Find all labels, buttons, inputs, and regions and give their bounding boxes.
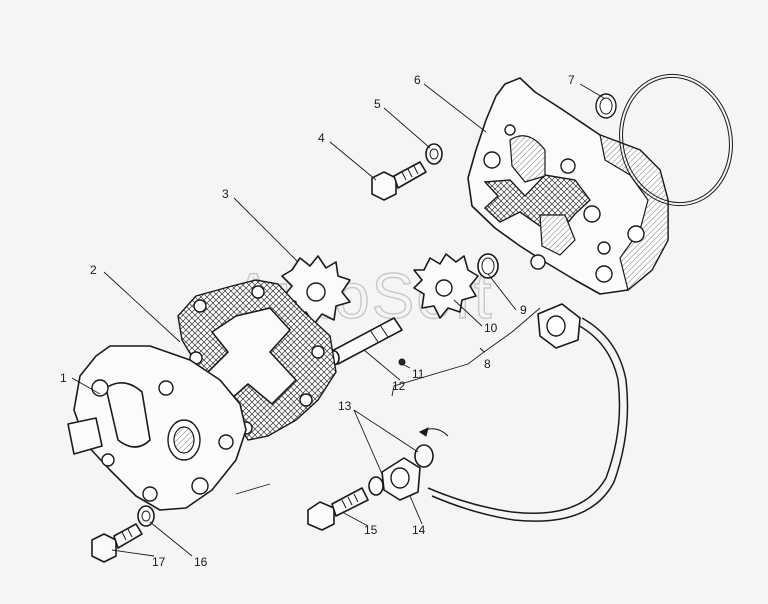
- callout-9: 9: [520, 303, 527, 317]
- pump-cover: [67, 345, 247, 511]
- gasket: [177, 279, 337, 441]
- washer-bottom: [137, 505, 155, 527]
- callout-14: 14: [412, 523, 426, 537]
- callout-11: 11: [412, 367, 425, 381]
- callout-6: 6: [414, 73, 421, 87]
- callout-3: 3: [222, 187, 229, 201]
- callout-5: 5: [374, 97, 381, 111]
- bolt-top: [371, 161, 427, 201]
- washer-banjo-2: [414, 444, 434, 468]
- callout-17: 17: [152, 555, 166, 569]
- callout-labels: 1 2 3 4 5 6 7 8 9 10 11 12 13 14 15 16 1…: [60, 73, 575, 569]
- leader-lines: [71, 83, 605, 557]
- gear-right: [413, 253, 479, 319]
- callout-2: 2: [90, 263, 97, 277]
- banjo-bolt: [307, 487, 369, 531]
- pin: [398, 358, 406, 366]
- washer-banjo-1: [368, 476, 384, 496]
- callout-12: 12: [392, 379, 406, 393]
- bolt-bottom: [91, 523, 143, 563]
- callout-8: 8: [484, 357, 491, 371]
- callout-15: 15: [364, 523, 378, 537]
- callout-7: 7: [568, 73, 575, 87]
- callout-4: 4: [318, 131, 325, 145]
- small-o-ring: [477, 253, 499, 279]
- callout-13: 13: [338, 399, 352, 413]
- callout-16: 16: [194, 555, 208, 569]
- oil-pipe: [381, 303, 629, 522]
- large-seal-ring: [619, 73, 733, 207]
- washer-top: [425, 143, 443, 165]
- pump-housing: [467, 77, 669, 295]
- small-seal-ring: [595, 93, 617, 119]
- callout-10: 10: [484, 321, 498, 335]
- bracket-8: [391, 307, 541, 397]
- callout-1: 1: [60, 371, 67, 385]
